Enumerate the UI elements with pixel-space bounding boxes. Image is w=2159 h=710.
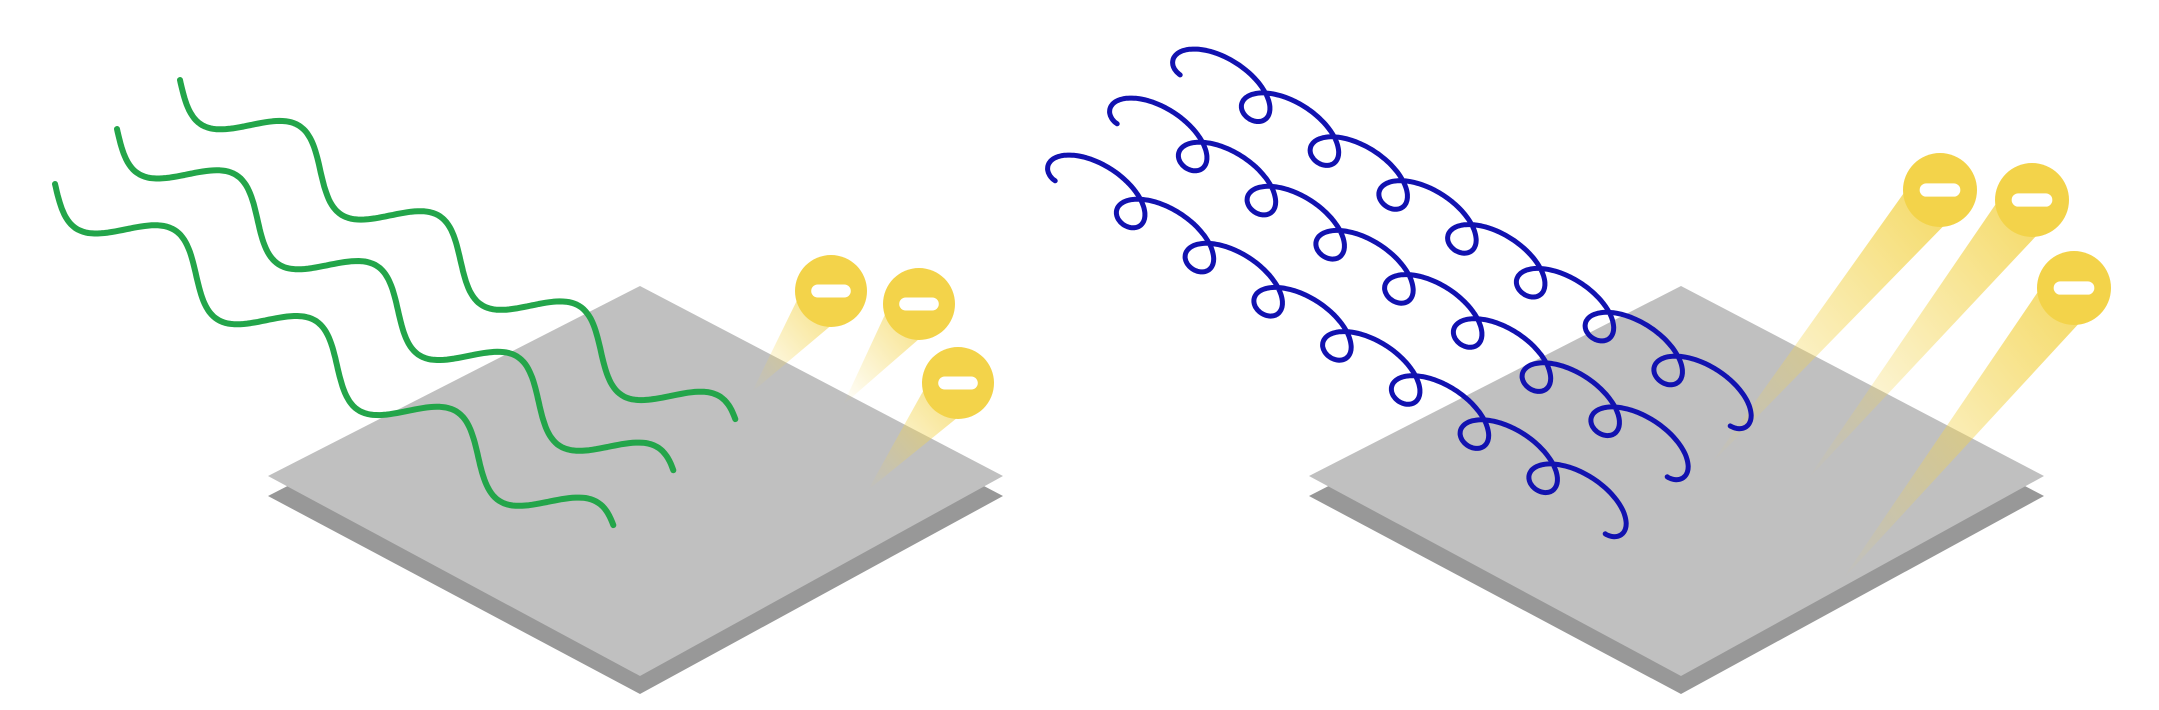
light-wave-3 [52, 181, 617, 529]
electron-trail [1807, 182, 2054, 480]
metal-plate [1309, 286, 2044, 694]
minus-sign [938, 376, 978, 390]
electron-minus-icon [1903, 153, 1977, 227]
minus-sign [1919, 183, 1961, 197]
electron-minus-icon [922, 347, 994, 419]
electron-trails [1710, 172, 2096, 580]
minus-sign [899, 297, 939, 311]
light-wave-1 [1170, 46, 1754, 432]
plate-surface [268, 286, 1003, 676]
ejected-electrons [795, 255, 994, 419]
electron-minus-icon [795, 255, 867, 327]
right-panel [1045, 46, 2111, 694]
electron-minus-icon [2037, 251, 2111, 325]
light-waves-long-wavelength [52, 77, 739, 529]
minus-sign [2053, 281, 2095, 295]
electron-trail [1842, 270, 2096, 580]
minus-sign [2011, 193, 2053, 207]
light-wave-2 [1107, 95, 1691, 483]
electron-minus-icon [1995, 163, 2069, 237]
electron-minus-icon [883, 268, 955, 340]
metal-plate [268, 286, 1003, 694]
light-wave-1 [177, 77, 739, 423]
light-waves-short-wavelength [1045, 46, 1754, 540]
electron-trail [1710, 172, 1962, 465]
ejected-electrons [1903, 153, 2111, 325]
left-panel [52, 77, 1003, 694]
light-wave-2 [114, 126, 677, 474]
minus-sign [811, 284, 851, 298]
light-wave-3 [1045, 152, 1629, 540]
